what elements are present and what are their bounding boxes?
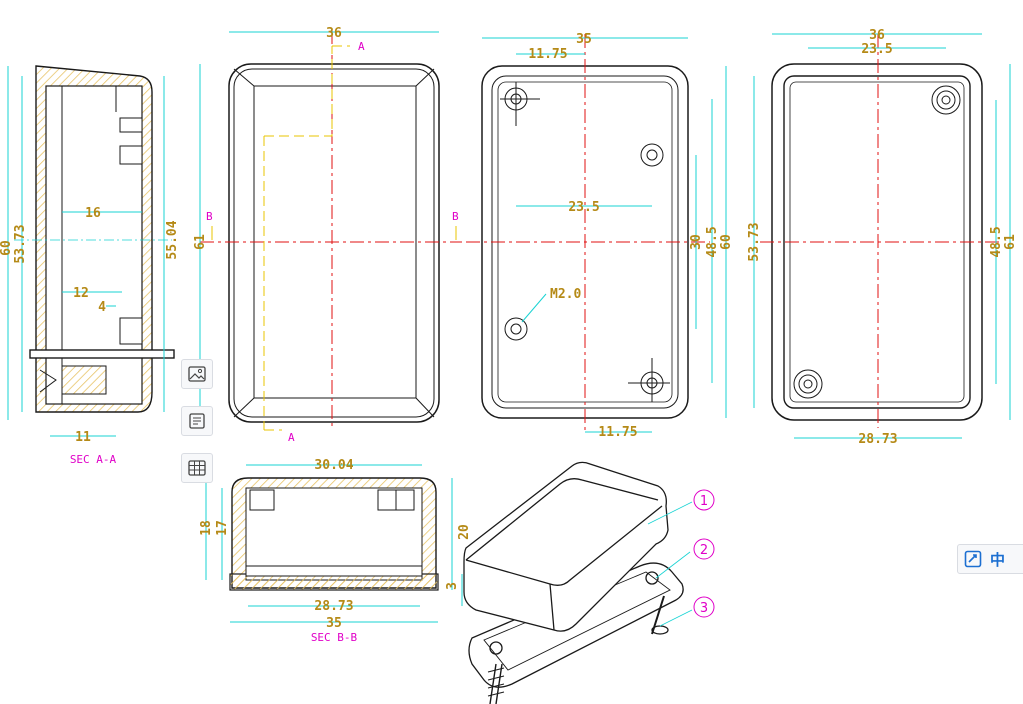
part-callouts: 1 2 3	[693, 489, 715, 618]
back-dim-23-5: 23.5	[861, 42, 892, 57]
inner-dim-11-75-bottom: 11.75	[598, 425, 637, 440]
sec-b-dim-18: 18	[199, 520, 214, 536]
front-dim-61: 61	[193, 234, 208, 250]
sec-a-dim-11: 11	[75, 430, 91, 445]
sec-b-dim-30-04: 30.04	[314, 458, 353, 473]
sec-b-dim-20: 20	[457, 524, 472, 540]
front-marker-a-bottom: A	[288, 431, 295, 444]
back-view: 36 23.5 53.73 48.5 61 28.73	[747, 28, 1018, 447]
sec-a-dim-12: 12	[73, 286, 89, 301]
inner-dim-11-75-top: 11.75	[528, 47, 567, 62]
edit-icon	[964, 550, 982, 568]
front-marker-b-left: B	[206, 210, 213, 223]
isometric-view	[463, 461, 693, 704]
sec-a-dim-55-04: 55.04	[165, 220, 180, 259]
front-marker-a-top: A	[358, 40, 365, 53]
part-callout-2: 2	[700, 543, 708, 558]
back-dim-36: 36	[869, 28, 885, 43]
inner-dim-60: 60	[719, 234, 734, 250]
back-dim-61: 61	[1003, 234, 1018, 250]
inner-dim-30: 30	[689, 234, 704, 250]
section-a-view: 60 53.73 55.04 16 12 4 11 SEC A-A	[0, 65, 180, 466]
translate-button[interactable]: 中	[957, 544, 1023, 574]
text-tool-button[interactable]	[181, 406, 213, 436]
image-tool-button[interactable]	[181, 359, 213, 389]
table-icon	[188, 460, 206, 476]
inner-dim-23-5: 23.5	[568, 200, 599, 215]
sec-a-dim-4: 4	[98, 300, 106, 315]
front-marker-b-right: B	[452, 210, 459, 223]
sec-a-title: SEC A-A	[70, 453, 117, 466]
sec-a-dim-53-73: 53.73	[13, 224, 28, 263]
sec-b-dim-28-73: 28.73	[314, 599, 353, 614]
back-dim-48-5: 48.5	[989, 226, 1004, 257]
sec-b-dim-17: 17	[215, 520, 230, 536]
sec-b-dim-3: 3	[445, 582, 460, 590]
inner-dim-48-5: 48.5	[705, 226, 720, 257]
sec-b-dim-35: 35	[326, 616, 342, 631]
back-dim-28-73: 28.73	[858, 432, 897, 447]
part-callout-3: 3	[700, 601, 708, 616]
translate-label: 中	[990, 550, 1006, 569]
text-icon	[189, 413, 205, 429]
image-icon	[188, 366, 206, 382]
sec-a-dim-16: 16	[85, 206, 101, 221]
back-dim-53-73: 53.73	[747, 222, 762, 261]
inner-dim-35: 35	[576, 32, 592, 47]
part-callout-1: 1	[700, 494, 708, 509]
front-view: 36 61 A A B B	[193, 26, 462, 444]
front-dim-36: 36	[326, 26, 342, 41]
inner-view: 35 11.75 23.5 11.75 30 48.5 60 M2.0	[466, 32, 734, 440]
sec-b-title: SEC B-B	[311, 631, 358, 644]
table-tool-button[interactable]	[181, 453, 213, 483]
section-b-view: 30.04 18 17 20 3 28.73 35 SEC B-B	[199, 458, 472, 644]
inner-callout-m2: M2.0	[550, 287, 581, 302]
sec-a-dim-60: 60	[0, 240, 14, 256]
